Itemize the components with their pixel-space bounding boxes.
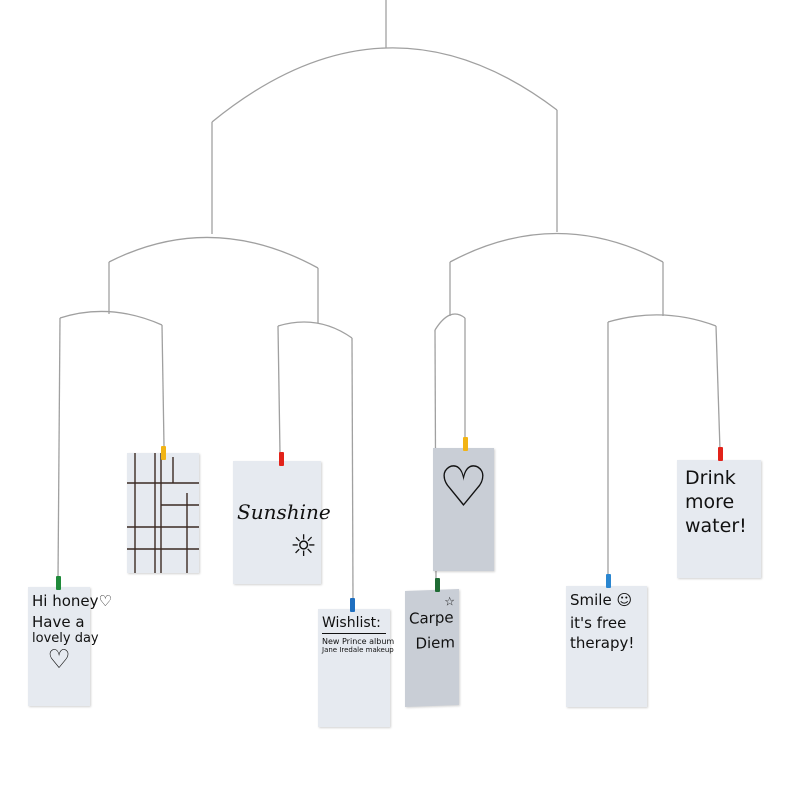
card-line: Hi honey♡ — [32, 592, 112, 610]
card-line: it's free — [570, 614, 627, 633]
card-smile: Smile ☺ it's free therapy! — [566, 586, 647, 707]
card-line: Smile ☺ — [570, 591, 633, 609]
card-line: Sunshine — [237, 500, 331, 524]
card-line: lovely day — [32, 630, 99, 646]
red-clip-icon — [279, 452, 284, 466]
card-hi-honey: Hi honey♡ Have a lovely day ♡ — [28, 587, 112, 706]
left-arm — [108, 236, 319, 269]
arm-d — [607, 314, 717, 327]
card-line: more — [685, 490, 735, 513]
heart-icon: ♡ — [438, 455, 489, 520]
yellow-clip-icon — [161, 446, 166, 460]
card-wishlist: Wishlist: New Prince album Jane Iredale … — [318, 609, 395, 727]
card-line: Carpe — [409, 608, 454, 628]
card-line: Have a — [32, 613, 85, 632]
card-title: Wishlist: — [322, 615, 386, 635]
green-clip-icon — [435, 578, 440, 592]
card-line: water! — [685, 514, 747, 537]
yellow-clip-icon — [463, 437, 468, 451]
card-line: Diem — [415, 633, 455, 653]
arm-b — [277, 321, 353, 339]
grid-pattern-icon — [127, 453, 199, 573]
arm-a — [59, 310, 163, 326]
right-arm — [449, 232, 664, 263]
sun-icon: ☼ — [290, 529, 317, 564]
card-line: Jane Iredale makeup — [322, 646, 394, 655]
heart-icon: ♡ — [47, 645, 71, 676]
card-heart: ♡ — [433, 448, 494, 571]
top-arm — [211, 47, 558, 123]
card-line: therapy! — [570, 633, 635, 652]
card-carpe-diem: ☆ Carpe Diem — [405, 589, 459, 707]
red-clip-icon — [718, 447, 723, 461]
green-clip-icon — [56, 576, 61, 590]
blue-clip-icon — [350, 598, 355, 612]
card-sunshine: Sunshine ☼ — [233, 461, 331, 584]
blue-clip-icon — [606, 574, 611, 588]
arm-c — [434, 313, 466, 331]
card-line: New Prince album — [322, 637, 395, 647]
card-line: Drink — [685, 467, 736, 489]
card-drink-water: Drink more water! — [677, 460, 761, 578]
card-grid — [127, 453, 199, 573]
